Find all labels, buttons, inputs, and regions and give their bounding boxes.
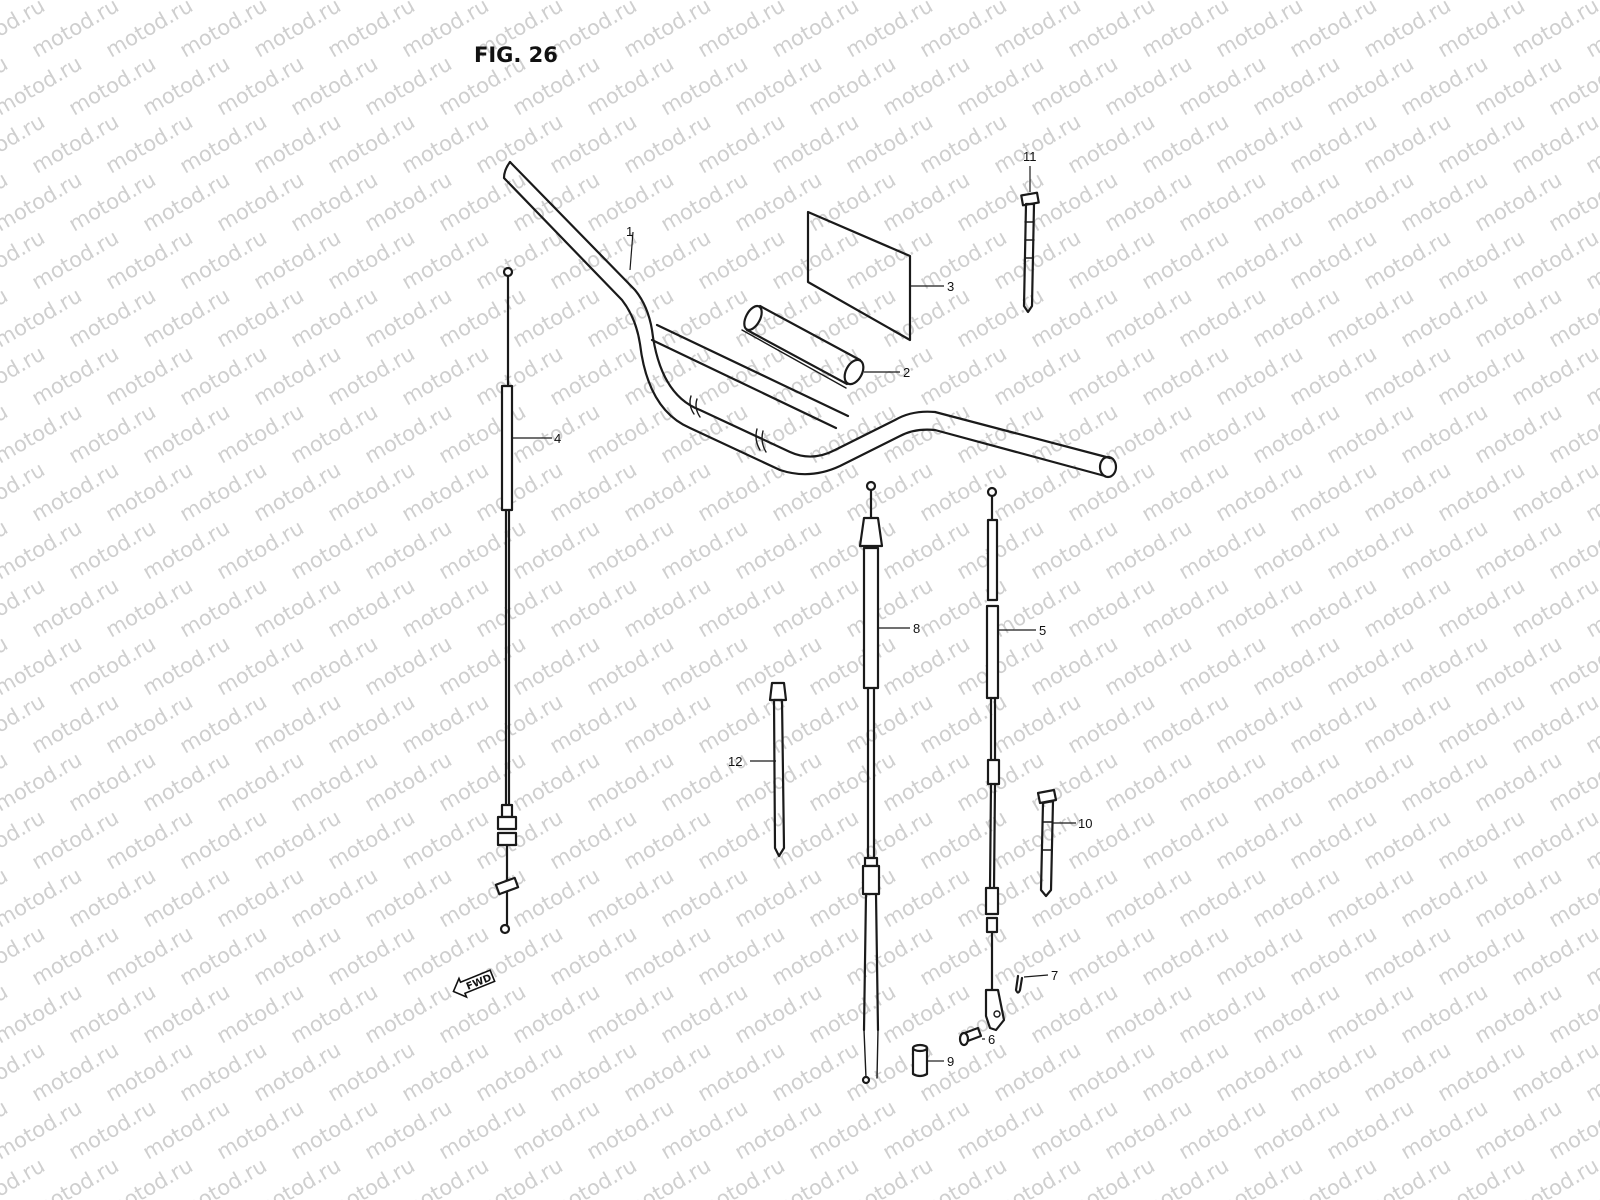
callout-9: 9 bbox=[947, 1054, 954, 1069]
callout-3: 3 bbox=[947, 279, 954, 294]
band-part bbox=[1020, 191, 1040, 314]
callout-6: 6 bbox=[988, 1032, 995, 1047]
callout-11: 11 bbox=[1023, 149, 1037, 164]
leader-lines bbox=[512, 166, 1076, 1062]
watermark-text: motod.ru bbox=[0, 0, 86, 4]
clamp-part bbox=[1036, 788, 1058, 898]
pin-part bbox=[958, 1026, 983, 1047]
arrow-left-icon bbox=[452, 969, 496, 999]
callout-7: 7 bbox=[1051, 968, 1058, 983]
cotter-pin-part bbox=[1014, 974, 1024, 994]
cable-5-part bbox=[984, 486, 1006, 1032]
callout-labels: 1 2 3 4 5 6 7 8 9 10 11 12 bbox=[554, 149, 1092, 1069]
figure-title: FIG. 26 bbox=[474, 43, 558, 67]
callout-5: 5 bbox=[1039, 623, 1046, 638]
cable-4-part bbox=[494, 266, 520, 935]
callout-8: 8 bbox=[913, 621, 920, 636]
handlebar-pad-part bbox=[741, 304, 865, 389]
callout-10: 10 bbox=[1078, 816, 1092, 831]
callout-2: 2 bbox=[903, 365, 910, 380]
cable-tie-part bbox=[768, 681, 788, 858]
cable-8-part bbox=[858, 480, 884, 1085]
callout-1: 1 bbox=[626, 224, 633, 239]
callout-12: 12 bbox=[728, 754, 742, 769]
handlebar-part bbox=[502, 160, 1118, 479]
plate-part bbox=[806, 210, 912, 342]
callout-4: 4 bbox=[554, 431, 561, 446]
cap-part bbox=[911, 1043, 929, 1078]
